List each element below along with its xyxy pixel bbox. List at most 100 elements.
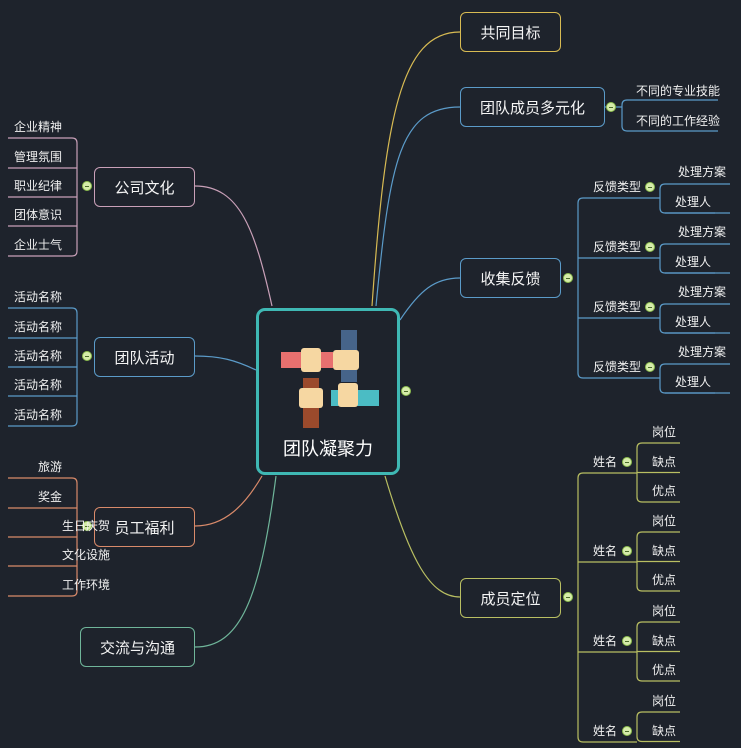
welfare-bracket-line <box>8 477 78 484</box>
member-attribute[interactable]: 缺点 <box>652 543 677 558</box>
collapse-toggle-member[interactable] <box>622 546 632 556</box>
feedback-sub-item[interactable]: 处理方案 <box>678 165 727 179</box>
culture-item[interactable]: 企业士气 <box>14 238 63 252</box>
feedback-sub-bracket-line <box>659 363 730 370</box>
feedback-sub-bracket-line <box>659 303 730 310</box>
member-attribute[interactable]: 岗位 <box>652 694 677 708</box>
positioning-bracket-line <box>577 472 637 479</box>
member-attribute[interactable]: 岗位 <box>652 514 677 528</box>
member-name-label[interactable]: 姓名 <box>593 634 618 648</box>
culture-item[interactable]: 团体意识 <box>14 208 63 222</box>
member-sub-bracket-line <box>636 585 680 592</box>
central-topic[interactable]: 团队凝聚力 <box>256 308 400 475</box>
member-name-label[interactable]: 姓名 <box>593 724 618 738</box>
member-sub-bracket-line <box>636 531 680 538</box>
activities-bracket-line <box>8 307 78 314</box>
member-attribute[interactable]: 缺点 <box>652 723 677 738</box>
diversity-item[interactable]: 不同的专业技能 <box>636 84 721 98</box>
curve-collect-feedback <box>399 277 461 321</box>
collapse-toggle-feedback-type[interactable] <box>645 362 655 372</box>
feedback-sub-item[interactable]: 处理人 <box>675 315 712 329</box>
topic-company-culture[interactable]: 公司文化 <box>94 167 195 207</box>
member-name-label[interactable]: 姓名 <box>593 544 618 558</box>
feedback-sub-bracket-line <box>659 327 730 334</box>
curve-company-culture <box>194 185 273 307</box>
diversity-item[interactable]: 不同的工作经验 <box>636 114 721 128</box>
culture-item[interactable]: 职业纪律 <box>14 179 63 193</box>
topic-member-diversity[interactable]: 团队成员多元化 <box>460 87 605 127</box>
collapse-toggle-activities[interactable] <box>82 351 92 361</box>
collapse-toggle-feedback-type[interactable] <box>645 182 655 192</box>
central-topic-title: 团队凝聚力 <box>283 439 373 460</box>
feedback-bracket-line <box>577 372 660 379</box>
collapse-toggle-diversity[interactable] <box>606 102 616 112</box>
feedback-sub-bracket-line <box>659 387 730 394</box>
feedback-sub-item[interactable]: 处理人 <box>675 195 712 209</box>
topic-team-activities[interactable]: 团队活动 <box>94 337 195 377</box>
team-hands-icon <box>281 327 381 428</box>
feedback-type-label[interactable]: 反馈类型 <box>593 360 642 374</box>
collapse-toggle-center[interactable] <box>401 386 411 396</box>
feedback-sub-item[interactable]: 处理人 <box>675 375 712 389</box>
member-attribute[interactable]: 优点 <box>652 663 677 677</box>
diversity-bracket-line <box>621 125 718 132</box>
collapse-toggle-culture[interactable] <box>82 181 92 191</box>
collapse-toggle-feedback[interactable] <box>563 273 573 283</box>
welfare-bracket-line <box>8 590 78 597</box>
feedback-sub-item[interactable]: 处理方案 <box>678 285 727 299</box>
activities-item[interactable]: 活动名称 <box>14 290 63 304</box>
welfare-item[interactable]: 工作环境 <box>62 578 111 592</box>
feedback-sub-item[interactable]: 处理方案 <box>678 225 727 239</box>
feedback-type-label[interactable]: 反馈类型 <box>593 300 642 314</box>
topic-common-goal[interactable]: 共同目标 <box>460 12 561 52</box>
member-attribute[interactable]: 缺点 <box>652 454 677 469</box>
member-sub-bracket-line <box>636 736 680 743</box>
collapse-toggle-positioning[interactable] <box>563 592 573 602</box>
curve-common-goal <box>371 31 461 307</box>
collapse-toggle-member[interactable] <box>622 636 632 646</box>
activities-item[interactable]: 活动名称 <box>14 378 63 392</box>
member-attribute[interactable]: 优点 <box>652 484 677 498</box>
welfare-item[interactable]: 文化设施 <box>62 548 111 562</box>
collapse-toggle-member[interactable] <box>622 726 632 736</box>
member-sub-bracket-line <box>636 675 680 682</box>
culture-bracket-line <box>8 250 78 257</box>
activities-bracket-line <box>8 420 78 427</box>
collapse-toggle-feedback-type[interactable] <box>645 242 655 252</box>
activities-item[interactable]: 活动名称 <box>14 408 63 422</box>
culture-item[interactable]: 企业精神 <box>14 120 63 134</box>
topic-employee-welfare[interactable]: 员工福利 <box>94 507 195 547</box>
welfare-item[interactable]: 旅游 <box>37 460 62 474</box>
feedback-sub-bracket-line <box>659 183 730 190</box>
collapse-toggle-feedback-type[interactable] <box>645 302 655 312</box>
feedback-type-label[interactable]: 反馈类型 <box>593 240 642 254</box>
welfare-item[interactable]: 奖金 <box>37 490 62 504</box>
feedback-sub-item[interactable]: 处理方案 <box>678 345 727 359</box>
member-attribute[interactable]: 岗位 <box>652 604 677 618</box>
topic-communication[interactable]: 交流与沟通 <box>80 627 195 667</box>
culture-bracket-line <box>8 137 78 144</box>
member-attribute[interactable]: 岗位 <box>652 425 677 439</box>
topic-member-positioning[interactable]: 成员定位 <box>460 578 561 618</box>
feedback-sub-bracket-line <box>659 267 730 274</box>
welfare-item[interactable]: 生日庆贺 <box>62 519 111 533</box>
feedback-bracket-line <box>577 197 660 204</box>
member-attribute[interactable]: 缺点 <box>652 633 677 648</box>
collapse-toggle-welfare[interactable] <box>82 521 92 531</box>
feedback-type-label[interactable]: 反馈类型 <box>593 180 642 194</box>
member-name-label[interactable]: 姓名 <box>593 455 618 469</box>
feedback-sub-bracket-line <box>659 243 730 250</box>
activities-item[interactable]: 活动名称 <box>14 349 63 363</box>
collapse-toggle-member[interactable] <box>622 457 632 467</box>
member-attribute[interactable]: 优点 <box>652 573 677 587</box>
member-sub-bracket-line <box>636 442 680 449</box>
culture-item[interactable]: 管理氛围 <box>14 150 63 164</box>
member-sub-bracket-line <box>636 621 680 628</box>
feedback-sub-item[interactable]: 处理人 <box>675 255 712 269</box>
member-sub-bracket-line <box>636 496 680 503</box>
topic-collect-feedback[interactable]: 收集反馈 <box>460 258 561 298</box>
curve-employee-welfare <box>194 475 263 527</box>
activities-item[interactable]: 活动名称 <box>14 320 63 334</box>
member-sub-bracket-line <box>636 711 680 718</box>
